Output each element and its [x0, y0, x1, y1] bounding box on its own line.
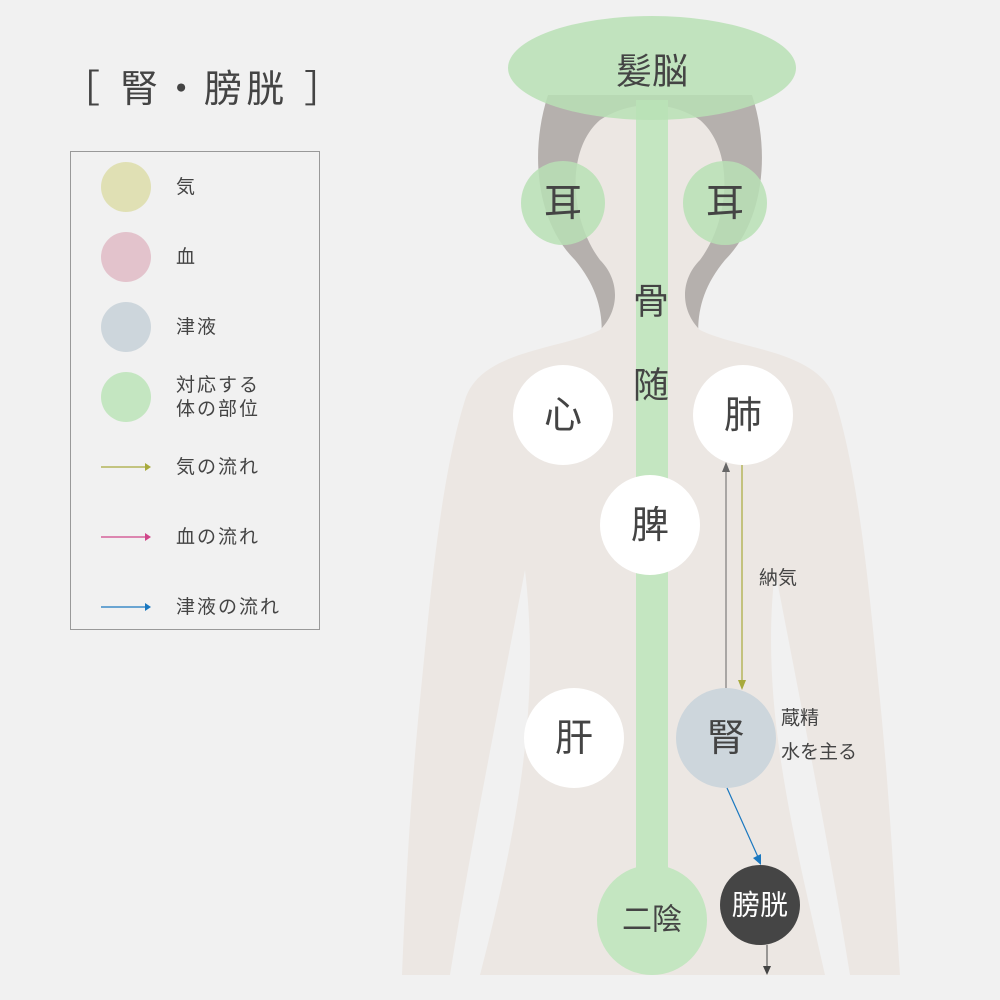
liver-node [524, 688, 624, 788]
body-part-swatch [101, 372, 151, 422]
legend-item-blood: 血 [71, 232, 197, 282]
legend-label: 津液の流れ [176, 596, 282, 618]
bladder-node [720, 865, 800, 945]
legend-item-ki: 気 [71, 162, 197, 212]
fluid-swatch [101, 302, 151, 352]
arrow-kidney-to-lung [722, 462, 730, 688]
lung-node [693, 365, 793, 465]
legend-item-fluid: 津液 [71, 302, 218, 352]
legend-label: 気の流れ [176, 456, 261, 478]
ear-right-area [683, 161, 767, 245]
arrow-bladder-out [763, 945, 771, 975]
genitals-label: 二陰 [622, 903, 682, 938]
kidney-note-2: 水を主る [781, 741, 857, 763]
heart-node [513, 365, 613, 465]
blood-swatch [101, 232, 151, 282]
bone-label-1: 骨 [633, 282, 669, 323]
brain-area [508, 16, 796, 120]
spleen-label: 脾 [631, 503, 669, 547]
nouki-label: 納気 [759, 567, 797, 589]
liver-label: 肝 [555, 716, 593, 760]
spleen-node [600, 475, 700, 575]
legend-label: 津液 [176, 316, 219, 338]
bladder-label: 膀胱 [732, 889, 788, 922]
legend-label: 対応する 体の部位 [176, 373, 260, 421]
heart-label: 心 [544, 393, 582, 437]
ear-left-label: 耳 [544, 181, 582, 225]
bone-label-2: 随 [633, 366, 669, 407]
arrow-icon [101, 533, 151, 541]
brain-label: 髪脳 [616, 52, 688, 93]
kidney-label: 腎 [707, 716, 745, 760]
ki-swatch [101, 162, 151, 212]
arrow-icon [101, 603, 151, 611]
legend-label: 血の流れ [176, 526, 261, 548]
legend-arrow-ki: 気の流れ [71, 455, 260, 479]
genitals-area [597, 865, 707, 975]
arrow-icon [101, 463, 151, 471]
legend-label: 血 [176, 246, 198, 268]
legend: 気 血 津液 対応する 体の部位 気の流れ 血の流れ 津液の流れ [70, 151, 320, 630]
arrow-kidney-to-bladder-fluid [726, 787, 761, 865]
legend-item-body-part: 対応する 体の部位 [71, 372, 260, 422]
legend-arrow-fluid: 津液の流れ [71, 595, 281, 619]
legend-label: 気 [176, 176, 198, 198]
arrow-lung-to-kidney-ki [738, 465, 746, 690]
legend-label-line: 体の部位 [176, 398, 261, 420]
legend-arrow-blood: 血の流れ [71, 525, 260, 549]
kidney-note-1: 蔵精 [781, 707, 819, 729]
ear-left-area [521, 161, 605, 245]
ear-right-label: 耳 [706, 181, 744, 225]
lung-label: 肺 [724, 393, 762, 437]
kidney-node [676, 688, 776, 788]
legend-label-line: 対応する [176, 374, 261, 396]
page-title: ［ 腎・膀胱 ］ [62, 67, 347, 111]
